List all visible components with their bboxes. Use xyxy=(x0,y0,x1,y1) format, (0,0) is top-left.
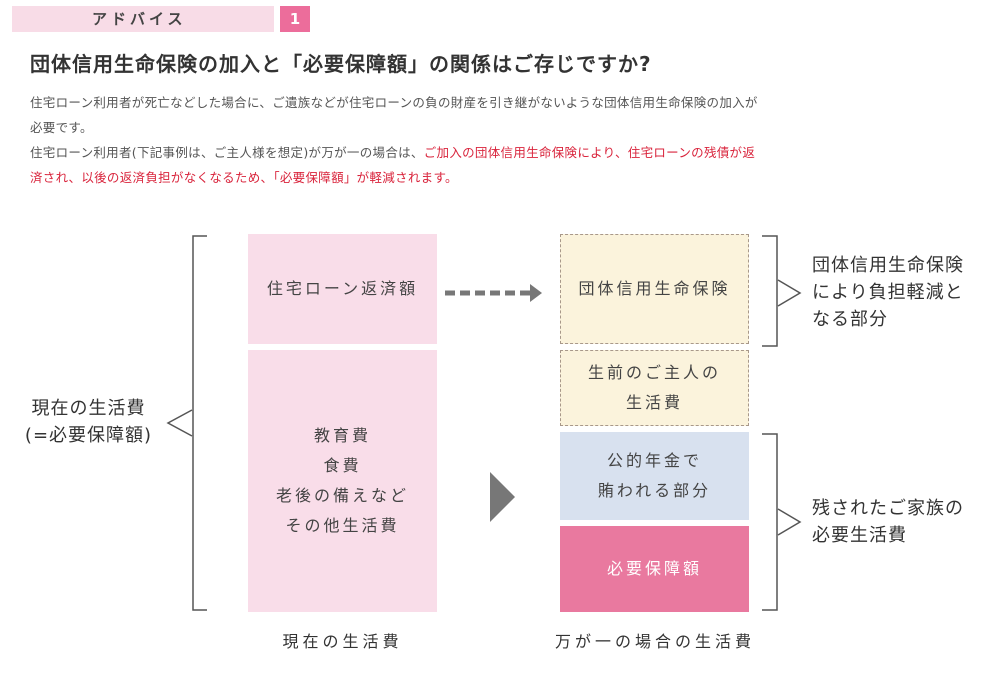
burden-reduced-line2: により負担軽減と xyxy=(812,282,964,303)
family-living-cost-label: 残されたご家族の 必要生活費 xyxy=(812,495,964,549)
burden-reduced-line3: なる部分 xyxy=(812,309,888,330)
intro-p2-line1: 住宅ローン利用者(下記事例は、ご主人様を想定)が万が一の場合は、ご加入の団体信用… xyxy=(30,140,980,165)
public-pension-line1: 公的年金で xyxy=(606,451,702,470)
required-coverage-label: 必要保障額 xyxy=(606,559,702,578)
current-living-cost-label: 現在の生活費 (=必要保障額) xyxy=(6,395,171,449)
intro-p2-plain: 住宅ローン利用者(下記事例は、ご主人様を想定)が万が一の場合は、 xyxy=(30,145,424,160)
husband-living-cost-line2: 生活費 xyxy=(625,393,683,412)
current-living-cost-line2: (=必要保障額) xyxy=(24,425,153,446)
family-living-cost-line2: 必要生活費 xyxy=(812,525,907,546)
advice-number-badge: 1 xyxy=(280,6,310,32)
intro-p1-line1: 住宅ローン利用者が死亡などした場合に、ご遺族などが住宅ローンの負の財産を引き継が… xyxy=(30,95,758,110)
intro-p1-line2: 必要です。 xyxy=(30,120,93,135)
intro-p2-line2: 済され、以後の返済負担がなくなるため、「必要保障額」が軽減されます。 xyxy=(30,170,458,185)
group-credit-insurance-label: 団体信用生命保険 xyxy=(578,279,731,298)
current-living-cost-line1: 現在の生活費 xyxy=(31,398,146,419)
husband-living-cost-line1: 生前のご主人の xyxy=(587,363,721,382)
living-expenses-box: 教育費 食費 老後の備えなど その他生活費 xyxy=(248,350,437,612)
right-bracket-bottom-chevron xyxy=(777,508,802,536)
living-expenses-line3: 老後の備えなど xyxy=(275,486,409,505)
emergency-caption: 万が一の場合の生活費 xyxy=(554,632,755,651)
intro-paragraph-2: 住宅ローン利用者(下記事例は、ご主人様を想定)が万が一の場合は、ご加入の団体信用… xyxy=(30,140,980,190)
husband-living-cost-box: 生前のご主人の 生活費 xyxy=(560,350,749,426)
right-bracket-top-chevron xyxy=(777,279,802,307)
right-bracket-bottom xyxy=(762,433,778,611)
intro-paragraph-1: 住宅ローン利用者が死亡などした場合に、ご遺族などが住宅ローンの負の財産を引き継が… xyxy=(30,90,980,140)
current-caption: 現在の生活費 xyxy=(282,632,403,651)
living-expenses-line4: その他生活費 xyxy=(285,516,400,535)
family-living-cost-line1: 残されたご家族の xyxy=(812,498,964,519)
right-bracket-top xyxy=(762,235,778,347)
loan-repayment-label: 住宅ローン返済額 xyxy=(266,279,419,298)
left-bracket xyxy=(192,235,207,611)
public-pension-box: 公的年金で 賄われる部分 xyxy=(560,432,749,520)
dashed-arrow-head xyxy=(530,284,542,302)
page-title: 団体信用生命保険の加入と「必要保障額」の関係はご存じですか? xyxy=(30,52,652,76)
loan-repayment-box: 住宅ローン返済額 xyxy=(248,234,437,344)
living-expenses-line2: 食費 xyxy=(323,456,362,475)
big-arrow xyxy=(490,472,515,522)
living-expenses-line1: 教育費 xyxy=(313,426,371,445)
burden-reduced-label: 団体信用生命保険 により負担軽減と なる部分 xyxy=(812,252,964,333)
group-credit-insurance-box: 団体信用生命保険 xyxy=(560,234,749,344)
intro-p2-highlight: ご加入の団体信用生命保険により、住宅ローンの残債が返 xyxy=(423,145,756,160)
required-coverage-box: 必要保障額 xyxy=(560,526,749,612)
burden-reduced-line1: 団体信用生命保険 xyxy=(812,255,964,276)
left-bracket-chevron xyxy=(166,409,193,437)
public-pension-line2: 賄われる部分 xyxy=(597,481,712,500)
advice-tag: アドバイス xyxy=(12,6,274,32)
